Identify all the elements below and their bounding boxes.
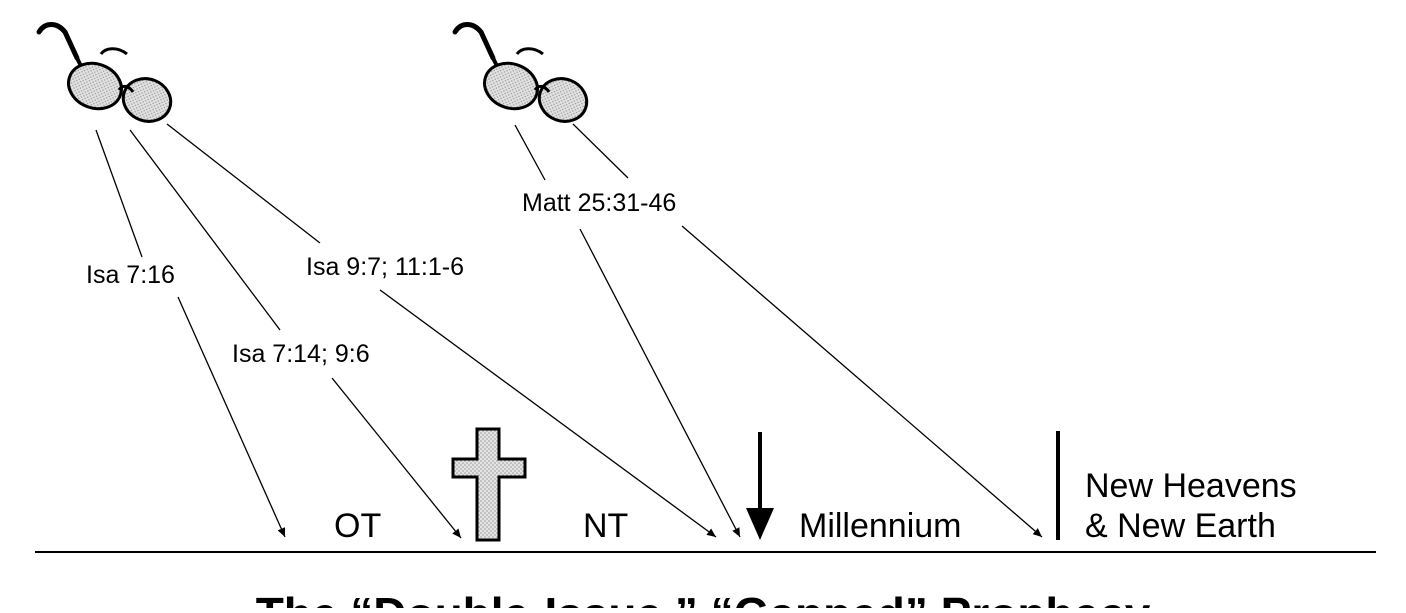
cross-icon bbox=[451, 427, 527, 542]
eyeglasses-icon bbox=[36, 22, 173, 123]
sight-line-isa-7-16-lower bbox=[177, 296, 286, 538]
sight-line-matt-25-left-upper bbox=[514, 124, 546, 181]
sight-line-isa-7-16-upper bbox=[95, 129, 143, 258]
era-millennium: Millennium bbox=[799, 507, 962, 545]
era-ot: OT bbox=[334, 507, 381, 545]
ref-isa-7-16: Isa 7:16 bbox=[86, 261, 175, 289]
sight-line-matt-25-right-lower bbox=[681, 225, 1043, 538]
ref-matt-25: Matt 25:31-46 bbox=[522, 189, 676, 217]
sight-line-matt-25-right-upper bbox=[572, 123, 629, 179]
era-nt: NT bbox=[583, 507, 628, 545]
ref-isa-7-14: Isa 7:14; 9:6 bbox=[232, 340, 370, 368]
eyeglasses-icon bbox=[452, 22, 589, 123]
diagram-caption: The “Double-Issue,” “Gapped” Prophecy bbox=[256, 588, 1151, 608]
era-new-heavens-line1: New Heavens bbox=[1085, 467, 1297, 505]
sight-line-isa-9-7-upper bbox=[166, 123, 321, 244]
sight-line-matt-25-left-lower bbox=[579, 228, 741, 538]
down-arrow-icon bbox=[746, 432, 774, 540]
era-new-heavens-line2: & New Earth bbox=[1085, 507, 1276, 545]
ref-isa-9-7: Isa 9:7; 11:1-6 bbox=[306, 253, 464, 281]
sight-line-isa-9-7-lower bbox=[379, 289, 717, 538]
sight-line-isa-7-14-lower bbox=[331, 377, 462, 539]
sight-lines bbox=[95, 123, 1043, 539]
sight-line-isa-7-14-upper bbox=[129, 129, 281, 331]
